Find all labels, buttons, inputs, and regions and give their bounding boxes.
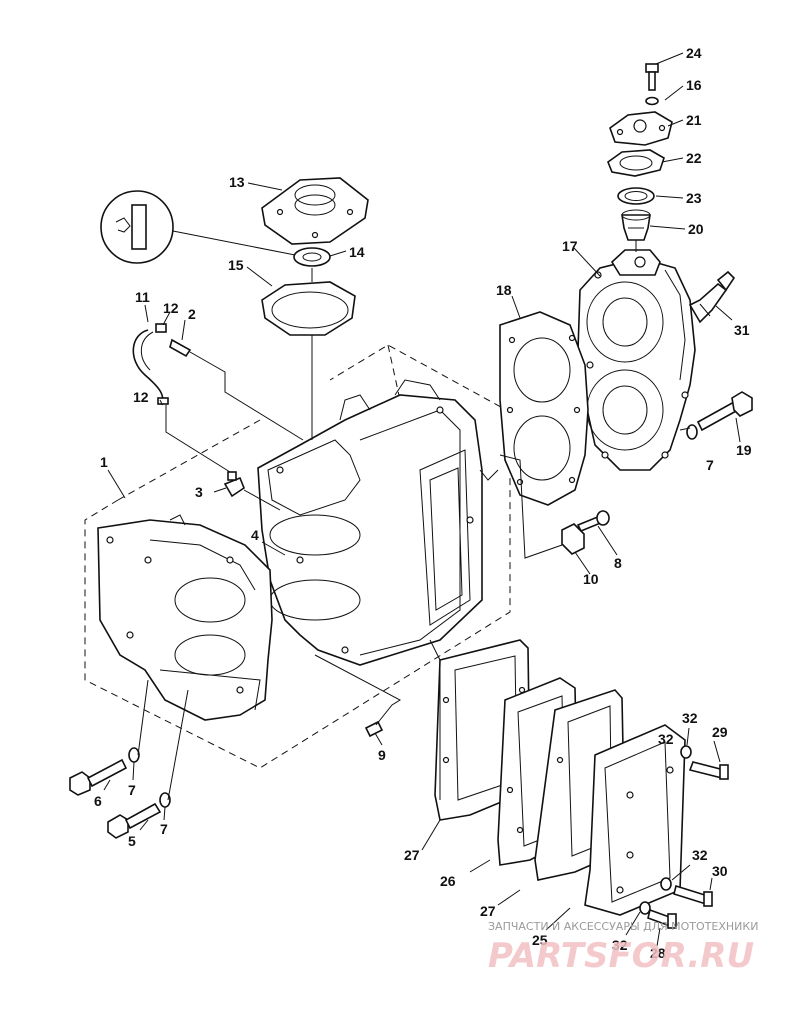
label-19: 19 — [736, 442, 752, 458]
label-5: 5 — [128, 833, 136, 849]
label-22: 22 — [686, 150, 702, 166]
bolt-30 — [673, 884, 713, 907]
bearing-housing-gasket — [261, 281, 356, 336]
label-28: 28 — [650, 945, 666, 961]
bolt-29 — [688, 761, 729, 780]
label-18: 18 — [496, 282, 512, 298]
bolt-6 — [69, 758, 128, 796]
dowel-pin — [314, 654, 402, 738]
label-32-c: 32 — [612, 937, 628, 953]
bolt-5 — [107, 802, 162, 839]
label-7-a: 7 — [128, 782, 136, 798]
part-labels: 1 2 3 4 5 6 7 7 7 8 9 10 11 12 12 13 14 … — [94, 45, 752, 961]
thermostat-gasket — [607, 149, 665, 177]
fitting-elbow — [223, 471, 245, 498]
label-2: 2 — [188, 306, 196, 322]
watermark: ЗАПЧАСТИ И АКСЕССУАРЫ ДЛЯ МОТОТЕХНИКИ PA… — [488, 920, 758, 976]
label-4: 4 — [251, 527, 259, 543]
label-14: 14 — [349, 244, 365, 260]
screw-8 — [576, 510, 610, 533]
clip-10 — [499, 454, 585, 559]
label-3: 3 — [195, 484, 203, 500]
bolt-28 — [647, 908, 677, 929]
label-23: 23 — [686, 190, 702, 206]
label-21: 21 — [686, 112, 702, 128]
washer-32 — [639, 745, 692, 915]
cylinder-head — [577, 249, 696, 471]
label-17: 17 — [562, 238, 578, 254]
callout-lines — [103, 52, 741, 947]
thermostat-cover — [609, 111, 673, 146]
head-gasket — [499, 311, 589, 506]
seal-detail-callout — [100, 190, 296, 264]
cylinder-block — [257, 379, 483, 666]
thermostat-washer — [645, 96, 659, 106]
label-6: 6 — [94, 793, 102, 809]
label-25: 25 — [532, 932, 548, 948]
label-29: 29 — [712, 724, 728, 740]
oil-seal — [293, 247, 331, 267]
label-30: 30 — [712, 863, 728, 879]
label-7-c: 7 — [706, 457, 714, 473]
label-11: 11 — [135, 289, 150, 305]
label-16: 16 — [686, 77, 702, 93]
bolt-19 — [696, 391, 753, 432]
bleed-hose — [132, 323, 192, 406]
hose-routing-leads — [165, 351, 304, 511]
label-1: 1 — [100, 454, 108, 470]
label-27-b: 27 — [480, 903, 496, 919]
thermostat — [621, 209, 651, 241]
part-leaders — [311, 240, 691, 481]
label-20: 20 — [688, 221, 704, 237]
crankcase-half — [97, 514, 273, 721]
label-27-a: 27 — [404, 847, 420, 863]
watermark-caption: ЗАПЧАСТИ И АКСЕССУАРЫ ДЛЯ МОТОТЕХНИКИ — [488, 920, 758, 933]
label-31: 31 — [734, 322, 750, 338]
label-26: 26 — [440, 873, 456, 889]
label-10: 10 — [583, 571, 599, 587]
thermostat-seal — [617, 187, 655, 205]
label-15: 15 — [228, 257, 244, 273]
label-7-b: 7 — [160, 821, 168, 837]
label-24: 24 — [686, 45, 702, 61]
bolt-leads-left — [137, 679, 189, 801]
label-32-d: 32 — [658, 731, 674, 747]
label-12-b: 12 — [133, 389, 149, 405]
label-8: 8 — [614, 555, 622, 571]
label-32-a: 32 — [682, 710, 698, 726]
label-32-b: 32 — [692, 847, 708, 863]
bearing-housing — [261, 177, 369, 245]
washer-7-right — [686, 424, 698, 440]
assembly-boundary-dashed — [84, 344, 511, 769]
spark-plug — [688, 270, 736, 324]
washer-7 — [128, 747, 171, 808]
watermark-logo: PARTSFOR.RU — [488, 936, 754, 976]
exhaust-leads — [429, 639, 441, 800]
label-12-a: 12 — [163, 300, 179, 316]
label-13: 13 — [229, 174, 245, 190]
thermostat-cover-bolt — [645, 63, 659, 91]
label-9: 9 — [378, 747, 386, 763]
exhaust-cover — [584, 724, 686, 916]
